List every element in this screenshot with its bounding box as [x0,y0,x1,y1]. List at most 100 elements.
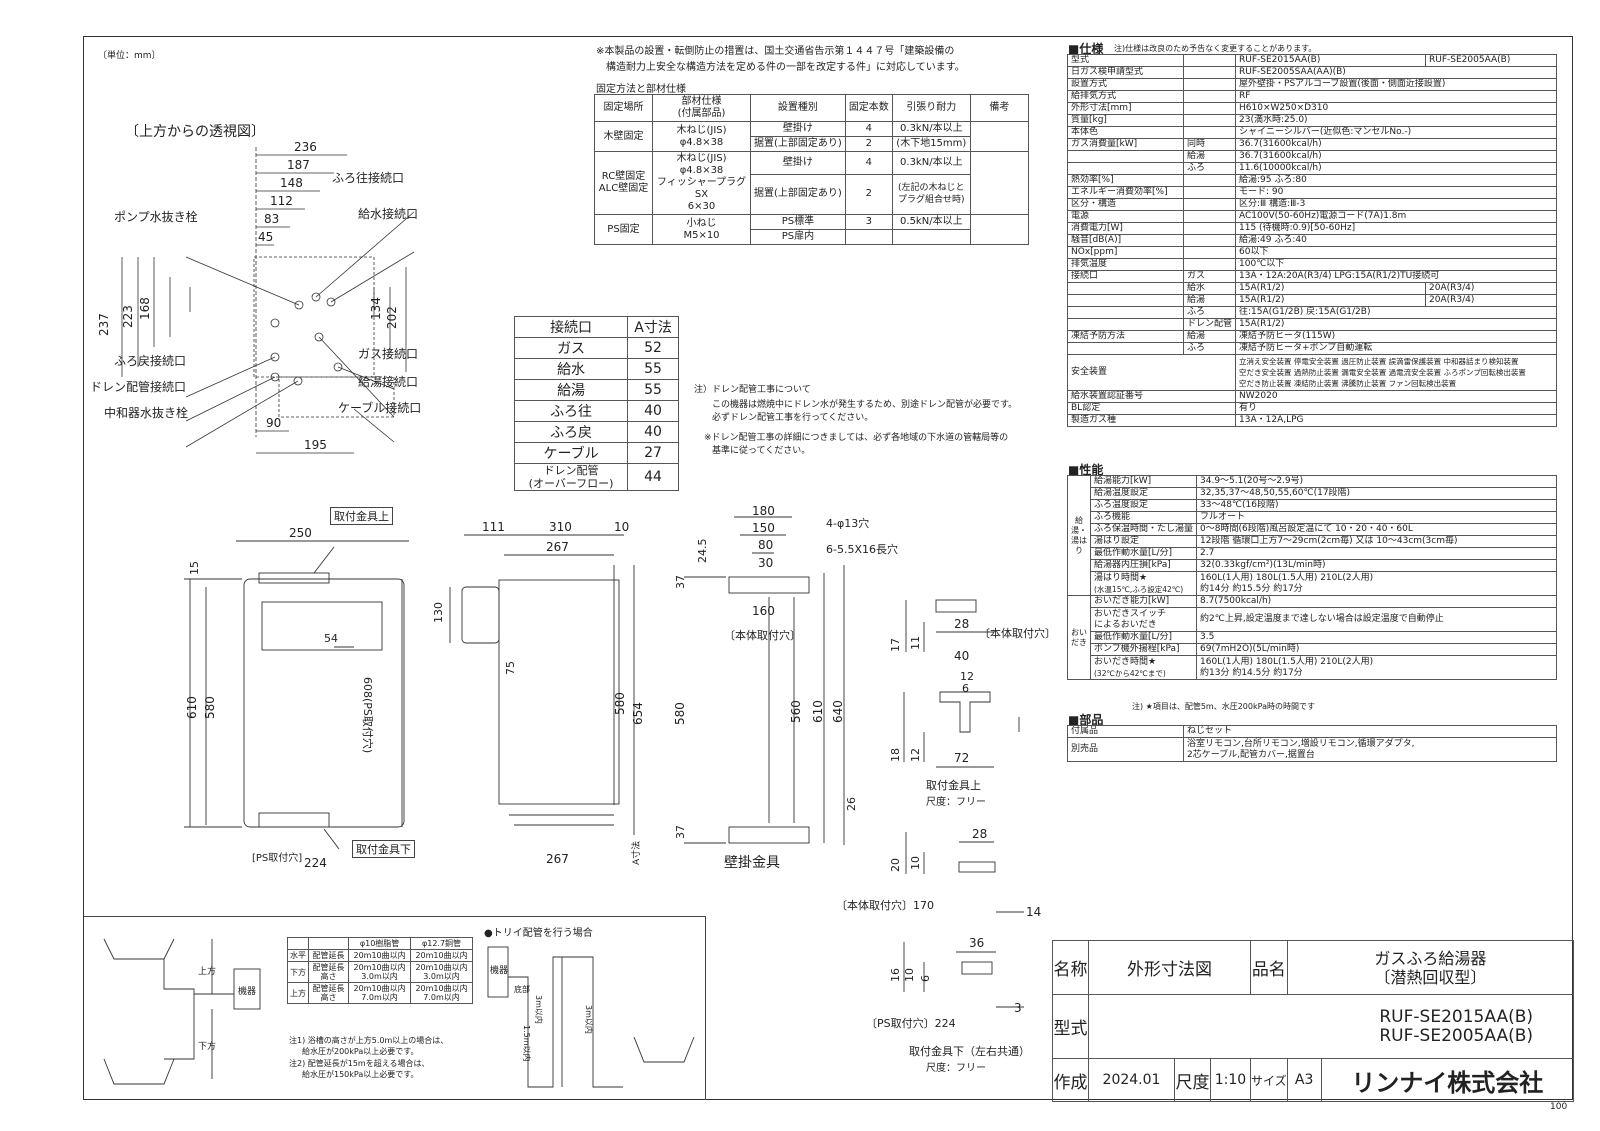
dim: 36 [969,936,984,950]
company-name: リンナイ株式会社 [1320,1058,1575,1102]
spec-value: 13A・12A,LPG [1235,414,1557,427]
trap-base: 底部 [514,984,530,994]
drain-note-note2: 基準に従ってください。 [712,446,811,456]
spec-row: NOx[ppm]60以下 [1067,246,1557,259]
count: 2 [844,136,893,152]
spec-label: 製造ガス種 [1066,414,1237,427]
pipe-item: 配管延長 [307,949,350,962]
dim: 3 [1014,1001,1022,1015]
safety-line: 空だき安全装置 過熱防止装置 漏電安全装置 過電流安全装置 ふろポンプ回転検出装… [1239,368,1526,377]
trap-diagram: 機器 底部 1.5m以内 3m以内 3m以内 [487,946,695,1088]
count: 3 [844,214,893,230]
conn-name: ケーブル [513,442,629,464]
spec-sub: 同時 [1182,138,1237,151]
drain-note-body1: この機器は燃焼中にドレン水が発生するため、別途ドレン配管が必要です。 [712,400,1018,410]
trap-d1: 1.5m以内 [522,1025,532,1062]
parts-value: ねじセット [1183,725,1557,738]
type: PS扉内 [750,229,846,245]
dim: 54 [324,632,338,645]
th: 固定本数 [844,94,893,122]
dim: 14 [1026,905,1041,919]
perf-value: 2.7 [1196,547,1557,560]
spec-label: 消費電力[W] [1067,222,1184,235]
spec-row: 外形寸法[mm]H610×W250×D310 [1067,102,1557,115]
spec-row: エネルギー消費効率[%]モード: 90 [1067,186,1557,199]
conn-dim: 27 [627,442,679,464]
spec-sub: ふろ [1182,162,1237,175]
pipe-dir: 上方 [287,982,309,1004]
type: 壁掛け [750,151,846,175]
product-label: 品名 [1250,940,1288,995]
dim: 112 [270,194,293,208]
pipe-val: 20m10曲以内 3.0m以内 [410,961,473,983]
dim: 223 [121,305,135,328]
perf-label: おいだき能力[kW] [1089,595,1198,608]
dim: 236 [294,140,317,154]
label-bracket-body-hole: 〔本体取付穴〕 [979,627,1056,640]
product-name: ガスふろ給湯器 〔潜熱回収型〕 [1286,940,1575,995]
spec-label: 接続口 [1067,270,1184,283]
parts-label: 付属品 [1067,725,1184,738]
safety-devices: 立消え安全装置 停電安全装置 過圧防止装置 誤滴雷保護装置 中和器詰まり検知装置… [1235,354,1557,391]
dim: 202 [385,306,399,329]
dim: 20 [889,858,902,872]
spec-row: 設置方式屋外壁掛・PSアルコーブ設置(後面・側面近接設置) [1067,78,1557,91]
trap-title: ●トリイ配管を行う場合 [484,928,593,939]
spec-row: 熱効率[%]給湯:95 ふろ:80 [1067,174,1557,187]
conn-dim: 40 [627,400,679,422]
dim: 37 [674,825,687,839]
dim: 83 [264,212,279,226]
dim: 90 [266,416,281,430]
place: PS固定 [594,214,653,245]
dim: 134 [369,297,383,320]
notice-line2: 構造耐力上安全な構造方法を定める件の一部を改定する件」に対応しています。 [606,62,965,73]
perf-value: 34.9～5.1(20号～2.9号) [1196,475,1557,488]
spec-value: NW2020 [1235,390,1557,403]
unit-label: 機器 [238,985,256,997]
perf-label: 最低作動水量[L/分] [1089,631,1198,644]
piping-section [84,916,706,1100]
dim: 11 [909,636,922,650]
pipe-val: 20m10曲以内 7.0m以内 [410,982,473,1004]
spec-note: 注)仕様は改良のため予告なく変更することがあります。 [1114,44,1317,53]
size: A3 [1286,1058,1322,1102]
perf-value: 33～48℃(16段階) [1196,499,1557,512]
label-slots: 6-5.5X16長穴 [826,543,898,556]
spec-value: 36.7(31600kcal/h) [1235,138,1557,151]
spec-sub [1182,222,1237,235]
parts-title: ■部品 [1068,713,1104,727]
unit-label: 〔単位：mm〕 [98,51,161,61]
spec-value: 区分:Ⅲ 構造:Ⅲ-3 [1235,198,1557,211]
spec-label: 質量[kg] [1067,114,1184,127]
dim: 12 [909,748,922,762]
conn-dim: 55 [627,358,679,380]
th: 設置種別 [750,94,846,122]
dim: 580 [674,702,687,725]
dim: 580 [203,696,217,719]
spec-sub: ふろ [1182,342,1237,355]
label-ps-hole: [PS取付穴] [252,853,303,864]
trap-d2: 3m以内 [534,995,544,1024]
spec-sub [1182,90,1237,103]
dim: 148 [280,176,303,190]
conn-dim: 44 [627,463,679,491]
spec-sub [1182,198,1237,211]
spec-value: H610×W250×D310 [1235,102,1557,115]
safety-line: 空だき防止装置 凍結防止装置 沸騰防止装置 ファン回転検出装置 [1239,379,1457,388]
spec-value: 屋外壁掛・PSアルコーブ設置(後面・側面近接設置) [1235,78,1557,91]
spec-label [1067,150,1184,163]
perf-label: ポンプ機外揚程[kPa] [1089,643,1198,656]
bracket-bottom-drawing: 20 10 28 16 10 6 36 14 3 [889,827,1041,1015]
spec-label: 凍結予防方法 [1067,330,1184,343]
spec-value: RUF-SE2015AA(B) [1235,54,1427,67]
count: 4 [844,121,893,137]
fill-time-sub: (水温15℃,ふろ設定42℃) [1094,584,1184,594]
dim: 10 [614,520,629,534]
label-cable: ケーブル接続口 [338,401,422,415]
perf-value: 160L(1人用) 180L(1.5人用) 210L(2人用)約13分 約14.… [1196,655,1557,680]
conn-name: ふろ往 [513,400,629,422]
